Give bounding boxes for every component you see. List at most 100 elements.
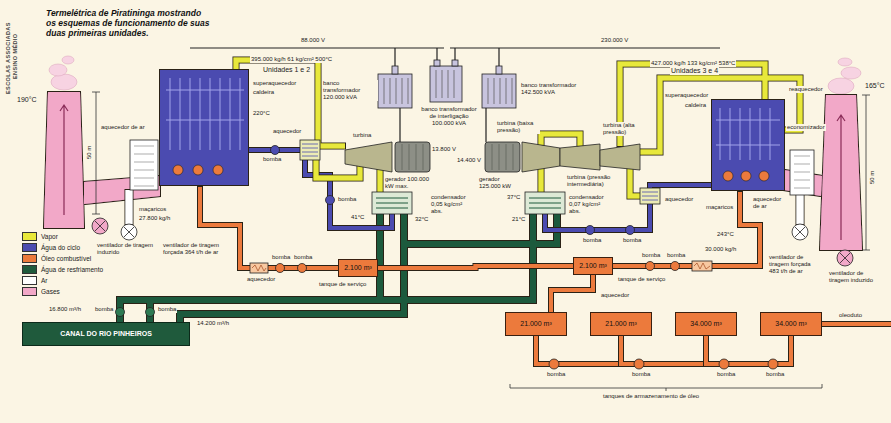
smoke (49, 64, 67, 76)
diagram-title: Termelétrica de Piratininga mostrando os… (46, 8, 211, 39)
plant-label: aquecedor (600, 292, 630, 299)
boiler (160, 70, 248, 185)
plant-label: 190°C (16, 96, 38, 104)
heater-coil (302, 144, 318, 156)
plant-label: bomba (337, 196, 357, 203)
plant-label: 14.400 V (456, 157, 482, 164)
flue-gas-duct (44, 92, 84, 228)
plant-label: 243°C (716, 231, 735, 238)
air-heater-hatch (794, 156, 810, 188)
air-heater (130, 140, 158, 190)
transformer (452, 60, 458, 66)
plant-label: bomba (582, 237, 602, 244)
plant-label: turbina (alta pressão) (602, 122, 644, 136)
node-text: 2.100 m³ (579, 262, 607, 270)
plant-label: aquecedor (246, 276, 276, 283)
feedwater-heater (640, 188, 660, 204)
smoke (838, 58, 852, 66)
oil-heater (250, 263, 268, 273)
dimension-line (92, 92, 100, 214)
generator-ribs (402, 144, 423, 170)
generator (395, 142, 430, 172)
canal-band: CANAL DO RIO PINHEIROS (22, 322, 190, 346)
boiler-tubes (716, 108, 780, 160)
plant-label: bomba (765, 371, 785, 378)
transformer-fins (384, 78, 408, 104)
plant-label: Unidades 3 e 4 (670, 67, 719, 75)
plant-label: bomba (262, 156, 282, 163)
oil-tank: 21.000 m³ (590, 312, 652, 336)
steam-pipe (541, 134, 580, 146)
plant-label: 27.800 kg/h (138, 215, 171, 222)
plant-label: 427.000 kg/h 133 kg/cm² 538°C (650, 60, 736, 67)
turbine (345, 142, 640, 172)
oil-pump (671, 262, 680, 271)
oil-heater-coil (252, 263, 710, 271)
bracket (510, 384, 822, 391)
transformer-fins (384, 70, 512, 104)
legend-text: Gases (41, 288, 60, 295)
oil-pump (549, 359, 559, 369)
plant-label: 14.200 m³/h (196, 320, 230, 327)
plant-label: bomba (293, 254, 313, 261)
plant-label: economizador (786, 124, 826, 131)
plant-label: 30.000 kg/h (704, 246, 737, 253)
plant-label: 165°C (864, 82, 886, 90)
plant-label: aquecedor (664, 196, 694, 203)
fan (95, 221, 850, 263)
burner-flame (173, 165, 183, 175)
water-pump (626, 226, 635, 235)
turbine (560, 144, 600, 170)
oil-heater (250, 261, 712, 273)
plant-label: tanques de armazenamento de óleo (602, 393, 700, 400)
steam-pipe (378, 168, 383, 192)
plant-label: bomba (641, 252, 661, 259)
plant-label: reaquecedor (788, 86, 824, 93)
air-duct (126, 190, 133, 224)
plant-label: bomba (631, 371, 651, 378)
air-heater-hatch (134, 146, 154, 186)
fuel-oil-pipe (200, 187, 891, 324)
plant-label: bomba (622, 237, 642, 244)
plant-label: aquecedor de ar (100, 124, 146, 131)
legend-swatch (22, 243, 37, 252)
cooling-pump (146, 308, 155, 317)
burner-flame (173, 165, 769, 181)
plant-label: banco transformador de interligação 100.… (418, 106, 480, 127)
plant-label: turbina (352, 132, 372, 139)
plant-label: superaquecedor (252, 80, 297, 87)
legend-swatch (22, 287, 37, 296)
oil-pump (768, 359, 778, 369)
plant-label: 41°C (350, 214, 365, 221)
plant-label: ESCOLAS ASSOCIADAS (5, 21, 11, 95)
legend-swatch (22, 265, 37, 274)
transformer (378, 74, 412, 108)
bracket (510, 384, 822, 391)
oil-pipe (378, 266, 573, 268)
plant-label: ENSINO MÉDIO (12, 33, 18, 80)
condenser-coil (376, 198, 408, 208)
gas-flow-arrow (837, 115, 845, 240)
condenser-coil (529, 198, 561, 208)
oil-tank: 21.000 m³ (505, 312, 567, 336)
plant-label: caldeira (252, 89, 275, 96)
generator-ribs (402, 144, 513, 170)
plant-label: turbina (baixa pressão) (496, 120, 540, 134)
air-heater (790, 150, 814, 195)
plant-label: 13.800 V (431, 146, 457, 153)
node-text: CANAL DO RIO PINHEIROS (60, 330, 152, 338)
plant-label: 50 m (869, 170, 876, 185)
legend-swatch (22, 276, 37, 285)
fuel-oil-pipe (613, 192, 760, 266)
fuel-oil-pipe (200, 187, 338, 268)
burner-flame (741, 171, 751, 181)
oil-heater-coil (694, 263, 710, 269)
oil-pump (276, 262, 680, 273)
water-pump (271, 146, 635, 235)
air-heater-hatch (134, 146, 810, 188)
plant-label: caldeira (684, 102, 707, 109)
oil-pipe (706, 336, 791, 364)
legend-text: Óleo combustível (41, 255, 91, 262)
plant-label: gerador 100.000 kW max. (384, 176, 434, 190)
